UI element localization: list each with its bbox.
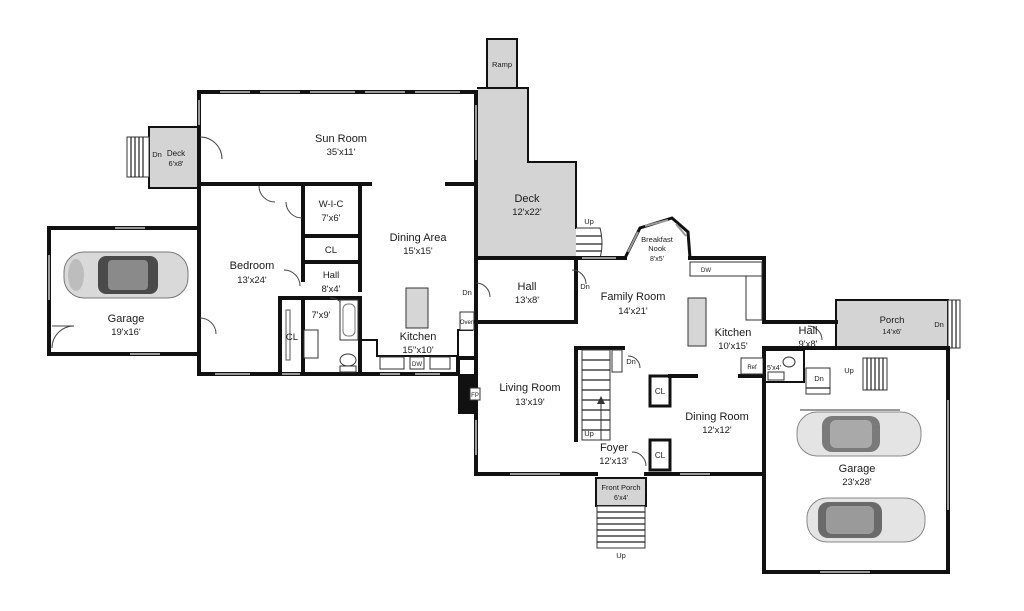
front-porch-label: Front Porch <box>601 483 640 492</box>
fireplace-label: FP <box>471 393 479 399</box>
wic-label: W-I-C <box>319 199 344 210</box>
deck-large-extension <box>528 162 576 258</box>
cl-b-label: CL <box>655 451 666 460</box>
sun-room-label: Sun Room <box>315 133 367 145</box>
cl-bath-label: CL <box>286 332 298 343</box>
family-room-size: 14'x21' <box>618 306 648 317</box>
dn-kitchen-left: Dn <box>462 288 472 297</box>
bath-left-fixtures <box>285 299 359 373</box>
kitchen-left-size: 15''x10' <box>402 345 434 356</box>
foyer-size: 12'x13' <box>599 456 629 467</box>
deck-small-stair: Dn <box>152 150 162 159</box>
porch-steps <box>947 299 961 349</box>
dw-right-label: DW <box>701 268 711 274</box>
dn-family: Dn <box>626 357 636 366</box>
deck-small-label: Deck <box>167 149 186 158</box>
garage-left-size: 19'x16' <box>111 327 141 338</box>
garage-right-stair: Up <box>844 366 854 375</box>
ref-label: Ref <box>747 365 757 371</box>
wic-size: 7'x6' <box>322 213 341 224</box>
hall-left-label: Hall <box>323 270 339 281</box>
deck-small-size: 6'x8' <box>169 159 185 168</box>
breakfast-nook-line2: Nook <box>648 244 666 253</box>
bedroom-size: 13'x24' <box>237 275 267 286</box>
garage-right-label: Garage <box>839 463 876 475</box>
garage-steps <box>862 357 888 391</box>
kitchen-right-label: Kitchen <box>715 327 752 339</box>
dining-room-label: Dining Room <box>685 411 749 423</box>
kitchen-left-sink <box>379 356 405 370</box>
deck-large-stair: Up <box>584 217 594 226</box>
oven-label: Oven <box>460 320 474 326</box>
ramp-label: Ramp <box>492 60 512 69</box>
deck-large-size: 12'x22' <box>512 207 542 218</box>
deck-curved-stair <box>576 227 603 259</box>
porch-label: Porch <box>880 315 905 326</box>
breakfast-nook-size: 8'x5' <box>650 256 664 263</box>
front-porch-stair: Up <box>616 551 626 560</box>
garage-left <box>47 226 201 356</box>
hall-mid-size: 13'x8' <box>515 295 539 306</box>
kitchen-right-island <box>687 297 707 347</box>
garage-left-label: Garage <box>108 313 145 325</box>
kitchen-left-range <box>429 356 451 370</box>
deck-small <box>148 126 200 189</box>
bedroom-label: Bedroom <box>230 260 275 272</box>
front-porch <box>595 477 647 507</box>
family-room-label: Family Room <box>601 291 666 303</box>
cl-upper-label: CL <box>325 245 337 256</box>
deck-large-label: Deck <box>514 193 540 205</box>
dw-left-label: DW <box>412 362 422 368</box>
dining-area-size: 15'x15' <box>403 246 433 257</box>
right-walls <box>622 216 950 574</box>
car-icon <box>796 411 922 457</box>
garage-right-size: 23'x28' <box>842 477 872 488</box>
car-icon <box>63 251 189 299</box>
dining-room-size: 12'x12' <box>702 425 732 436</box>
deck-small-steps <box>126 136 150 178</box>
dw-left-box <box>409 356 425 370</box>
fireplace <box>458 374 476 414</box>
porch-size: 14'x6' <box>882 327 902 336</box>
sun-room-size: 35'x11' <box>327 147 356 158</box>
front-porch-size: 6'x4' <box>614 495 628 502</box>
deck-large <box>478 88 528 258</box>
bath-right-size: 5'x4' <box>767 365 781 372</box>
cl-a-label: CL <box>655 387 666 396</box>
kitchen-right-size: 10'x15' <box>718 341 748 352</box>
porch-stair: Dn <box>934 320 944 329</box>
foyer-label: Foyer <box>600 442 628 454</box>
hall-mid-label: Hall <box>518 281 537 293</box>
living-room-label: Living Room <box>499 382 560 394</box>
kitchen-left-island <box>405 287 429 329</box>
dn-hall-right: Dn <box>814 374 824 383</box>
kitchen-left-label: Kitchen <box>400 331 437 343</box>
bath-left-size: 7'x9' <box>312 310 331 321</box>
living-room-size: 13'x19' <box>515 397 545 408</box>
main-walls <box>197 90 478 464</box>
dn-hall-mid: Dn <box>580 282 590 291</box>
breakfast-nook-line1: Breakfast <box>641 235 674 244</box>
hall-right-size: 9'x8' <box>799 339 818 350</box>
front-porch-steps <box>596 505 646 549</box>
dining-area-label: Dining Area <box>390 232 448 244</box>
hall-left-size: 8'x4' <box>322 284 341 295</box>
car-icon <box>806 497 926 543</box>
middle-walls <box>458 256 766 476</box>
hall-right-label: Hall <box>799 325 818 337</box>
up-main: Up <box>584 429 594 438</box>
